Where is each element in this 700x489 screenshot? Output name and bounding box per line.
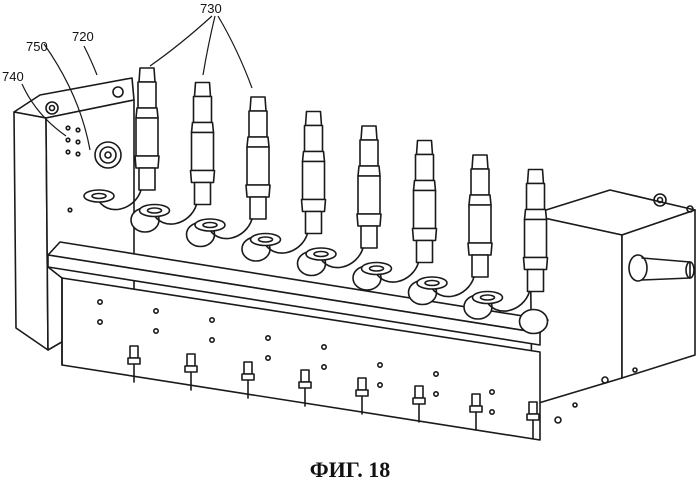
nozzle-body [301, 370, 309, 382]
top-nut [250, 97, 266, 111]
nozzle-body [358, 378, 366, 390]
upper-column [416, 155, 434, 181]
nozzle-body [415, 386, 423, 398]
flange [417, 277, 447, 289]
upper-column [194, 97, 212, 123]
valve-body [247, 147, 269, 185]
stem [417, 241, 433, 263]
middle-nut [192, 123, 214, 133]
stem [472, 255, 488, 277]
nozzle-body [472, 394, 480, 406]
nozzle-body [244, 362, 252, 374]
middle-nut [469, 195, 491, 205]
valve-body [469, 205, 491, 243]
lower-collar [302, 200, 326, 212]
ref-label-730: 730 [200, 2, 222, 15]
top-nut [195, 83, 211, 97]
ref-label-750: 750 [26, 40, 48, 53]
top-nut [472, 155, 488, 169]
valve-body [192, 133, 214, 171]
top-nut [528, 170, 544, 184]
top-nut [306, 112, 322, 126]
ref-label-740: 740 [2, 70, 24, 83]
valve-body [303, 162, 325, 200]
nozzle-nut [470, 406, 482, 412]
flange [362, 263, 392, 275]
stem [250, 197, 266, 219]
flange [84, 190, 114, 202]
top-nut [417, 141, 433, 155]
middle-nut [358, 166, 380, 176]
lower-collar [191, 171, 215, 183]
lower-collar [413, 229, 437, 241]
top-nut [361, 126, 377, 140]
upper-column [527, 184, 545, 210]
nozzle-body [130, 346, 138, 358]
stem [528, 270, 544, 292]
flange [251, 234, 281, 246]
upper-column [138, 82, 156, 108]
valve-body [525, 220, 547, 258]
lower-collar [135, 156, 159, 168]
flange [306, 248, 336, 260]
middle-nut [414, 181, 436, 191]
stem [195, 183, 211, 205]
nozzle-nut [299, 382, 311, 388]
middle-nut [303, 152, 325, 162]
figure-caption: ФИГ. 18 [0, 459, 700, 481]
ref-label-720: 720 [72, 30, 94, 43]
stem [306, 212, 322, 234]
middle-nut [136, 108, 158, 118]
stem [361, 226, 377, 248]
nozzle-nut [185, 366, 197, 372]
upper-column [360, 140, 378, 166]
lower-collar [468, 243, 492, 255]
nozzle-nut [128, 358, 140, 364]
flange [195, 219, 225, 231]
stem [139, 168, 155, 190]
top-nut [139, 68, 155, 82]
lower-collar [357, 214, 381, 226]
lower-collar [246, 185, 270, 197]
upper-column [249, 111, 267, 137]
upper-column [471, 169, 489, 195]
valve-body [414, 191, 436, 229]
flange [473, 292, 503, 304]
right-end-block [530, 190, 695, 423]
middle-nut [525, 210, 547, 220]
valve-body [136, 118, 158, 156]
nozzle-nut [413, 398, 425, 404]
nozzle-nut [356, 390, 368, 396]
bulb [520, 310, 548, 334]
valve-body [358, 176, 380, 214]
nozzle-nut [242, 374, 254, 380]
middle-nut [247, 137, 269, 147]
nozzle-body [529, 402, 537, 414]
upper-column [305, 126, 323, 152]
nozzle-nut [527, 414, 539, 420]
lower-collar [524, 258, 548, 270]
nozzle-body [187, 354, 195, 366]
flange [140, 205, 170, 217]
